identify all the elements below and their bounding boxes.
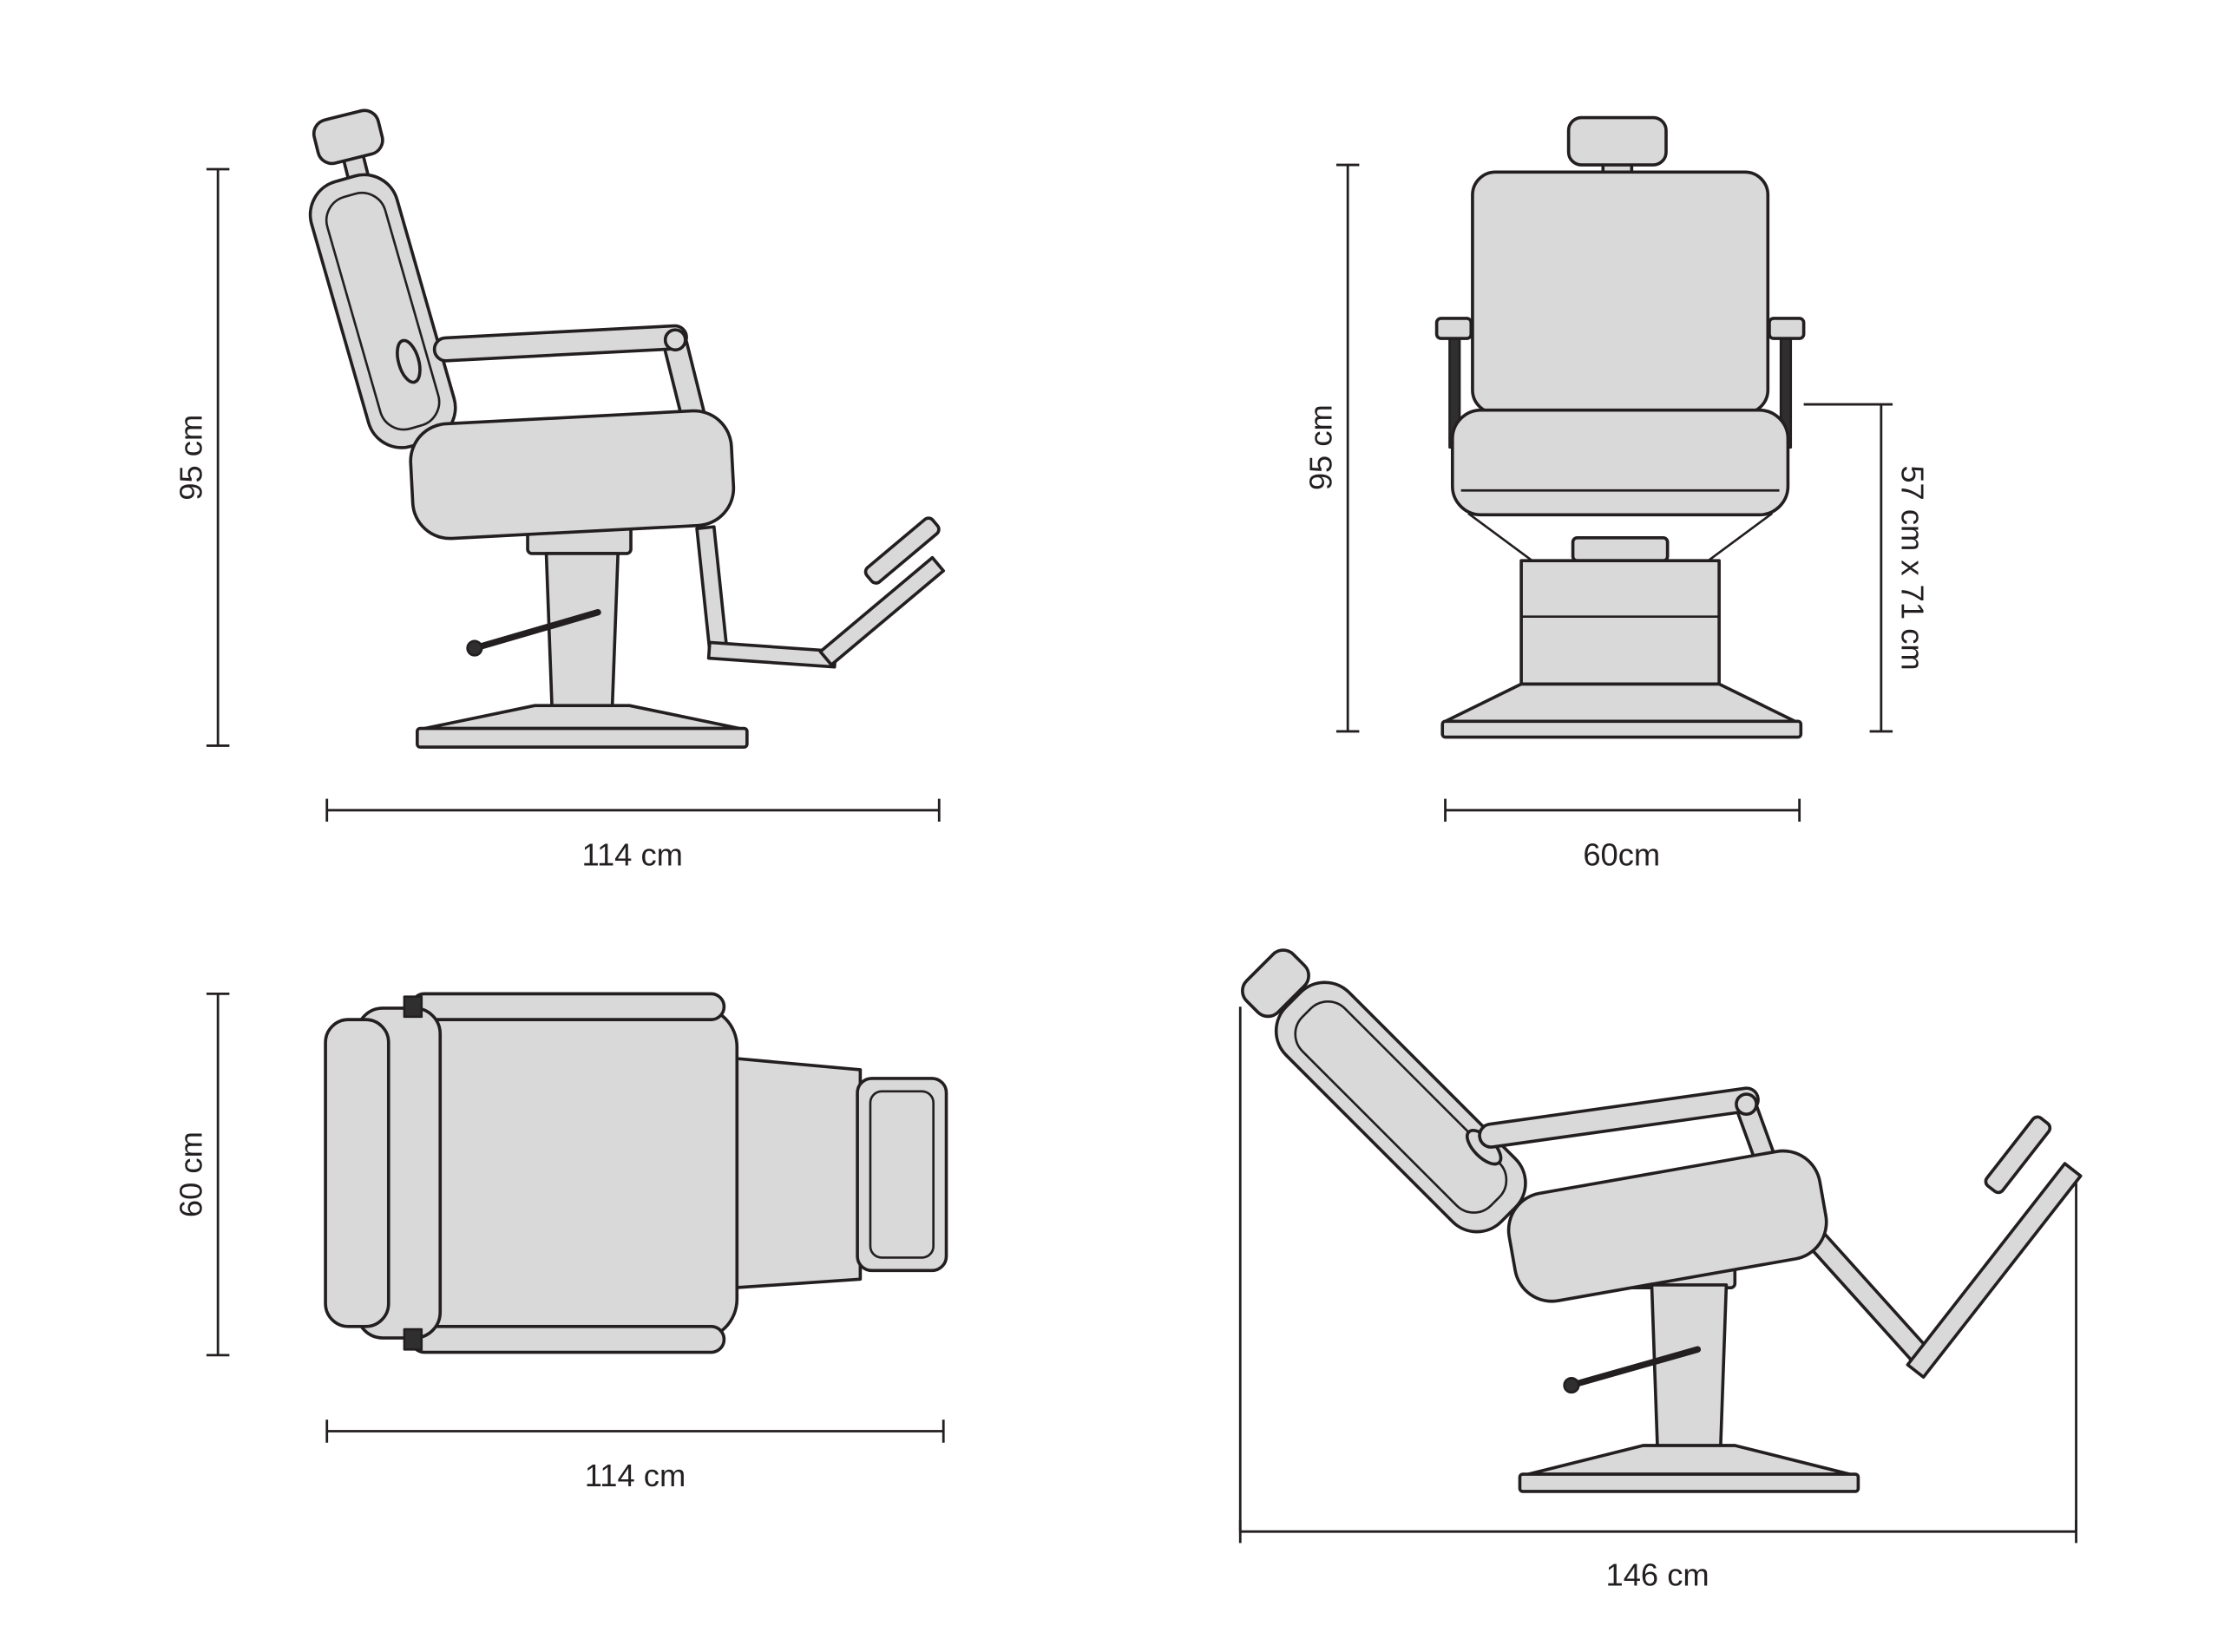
front-backrest (1471, 170, 1770, 415)
top-depth-dimension-line (206, 992, 230, 1357)
top-chair-drawing (324, 992, 948, 1354)
front-underseat-plate (1571, 535, 1670, 563)
reclined-view: 146 cm (1238, 948, 2083, 1592)
top-armrest-clamp-left (403, 995, 423, 1019)
top-depth-label: 60 cm (173, 1131, 208, 1217)
side-width-label: 114 cm (581, 837, 682, 873)
side-chair-drawing (308, 108, 946, 749)
reclined-armrest (1478, 1086, 1760, 1149)
top-backrest-outer (324, 1018, 390, 1328)
side-footrest-drop-bar (695, 525, 729, 653)
side-width-dimension (325, 798, 941, 823)
reclined-headrest (1241, 948, 1310, 1019)
front-base-slab (1440, 719, 1803, 739)
side-base-slab (416, 726, 749, 749)
top-footrest-extension (732, 1056, 863, 1290)
reclined-pump-handle-rod (1568, 1346, 1702, 1389)
reclined-footrest (1786, 1115, 2083, 1379)
side-footrest (695, 516, 946, 669)
reclined-length-dimension (1238, 1006, 2077, 1544)
front-chair-drawing (1434, 115, 1806, 739)
top-depth-dimension (206, 992, 230, 1357)
front-width-dimension (1444, 798, 1801, 823)
reclined-backrest-stitch-line (1294, 1000, 1508, 1214)
side-base (423, 704, 742, 731)
reclined-length-label: 146 cm (1605, 1557, 1709, 1592)
side-pedestal-column (544, 552, 620, 711)
front-seat (1450, 408, 1790, 517)
side-pump-handle (466, 609, 601, 657)
reclined-footrest-pad (1984, 1115, 2052, 1195)
reclined-seat (1506, 1149, 1828, 1303)
side-width-dimension-line (325, 798, 941, 823)
reclined-backrest (1274, 980, 1527, 1234)
top-width-dimension-line (325, 1419, 945, 1443)
reclined-footrest-upper-bar (1906, 1162, 2083, 1379)
reclined-pedestal-column (1650, 1283, 1729, 1451)
front-armrest-cap-left (1434, 317, 1473, 340)
side-recline-handle (396, 338, 422, 384)
reclined-armrest-joint (1735, 1092, 1758, 1117)
side-seat (409, 409, 736, 541)
side-footrest-horizontal-bar (706, 640, 837, 669)
top-width-label: 114 cm (585, 1458, 686, 1493)
top-footplate-inner-line (869, 1090, 935, 1259)
side-armrest (432, 324, 688, 363)
top-view: 60 cm 114 cm (173, 992, 948, 1493)
front-headrest (1566, 115, 1668, 167)
front-seat-label: 57 cm x 71 cm (1895, 465, 1931, 670)
front-armrest-cap-right (1768, 317, 1806, 340)
front-width-dimension-line (1444, 798, 1801, 823)
reclined-chair-drawing (1241, 948, 2083, 1493)
front-pedestal-box (1519, 559, 1721, 686)
side-backrest-stitch-line (325, 191, 441, 431)
side-armrest-joint (663, 328, 687, 352)
top-width-dimension (325, 1419, 945, 1443)
reclined-pump-handle-knob (1563, 1376, 1580, 1394)
top-armrest-right (410, 1325, 726, 1354)
top-armrest-clamp-right (403, 1328, 423, 1351)
side-pump-handle-knob (466, 639, 483, 657)
top-seat (423, 1005, 739, 1341)
side-footrest-diagonal-bar (818, 555, 946, 667)
side-footrest-pad (863, 516, 941, 585)
front-width-label: 60cm (1583, 837, 1660, 873)
side-pump-handle-rod (471, 609, 601, 652)
front-base (1443, 682, 1797, 724)
front-height-dimension-line (1335, 163, 1360, 733)
side-headrest (312, 108, 384, 166)
reclined-pump-handle (1563, 1346, 1702, 1394)
top-armrest-left (410, 992, 726, 1021)
side-height-dimension-line (206, 167, 230, 747)
reclined-base-slab (1518, 1472, 1860, 1493)
front-height-dimension (1335, 163, 1360, 733)
reclined-base (1526, 1444, 1852, 1476)
side-height-dimension (206, 167, 230, 747)
front-underseat-brace-right (1705, 512, 1774, 563)
front-underseat-brace-left (1467, 512, 1535, 563)
front-view: 95 cm 57 cm x 71 cm 60cm (1303, 115, 1931, 873)
reclined-length-dimension-line (1238, 1519, 2077, 1544)
top-footplate (856, 1077, 948, 1273)
side-height-label: 95 cm (173, 415, 208, 501)
front-seat-dimension (1803, 403, 1893, 733)
side-view: 95 cm 114 cm (173, 108, 946, 873)
front-seat-dimension-line (1803, 403, 1893, 733)
side-backrest (308, 173, 457, 449)
front-height-label: 95 cm (1303, 404, 1338, 490)
